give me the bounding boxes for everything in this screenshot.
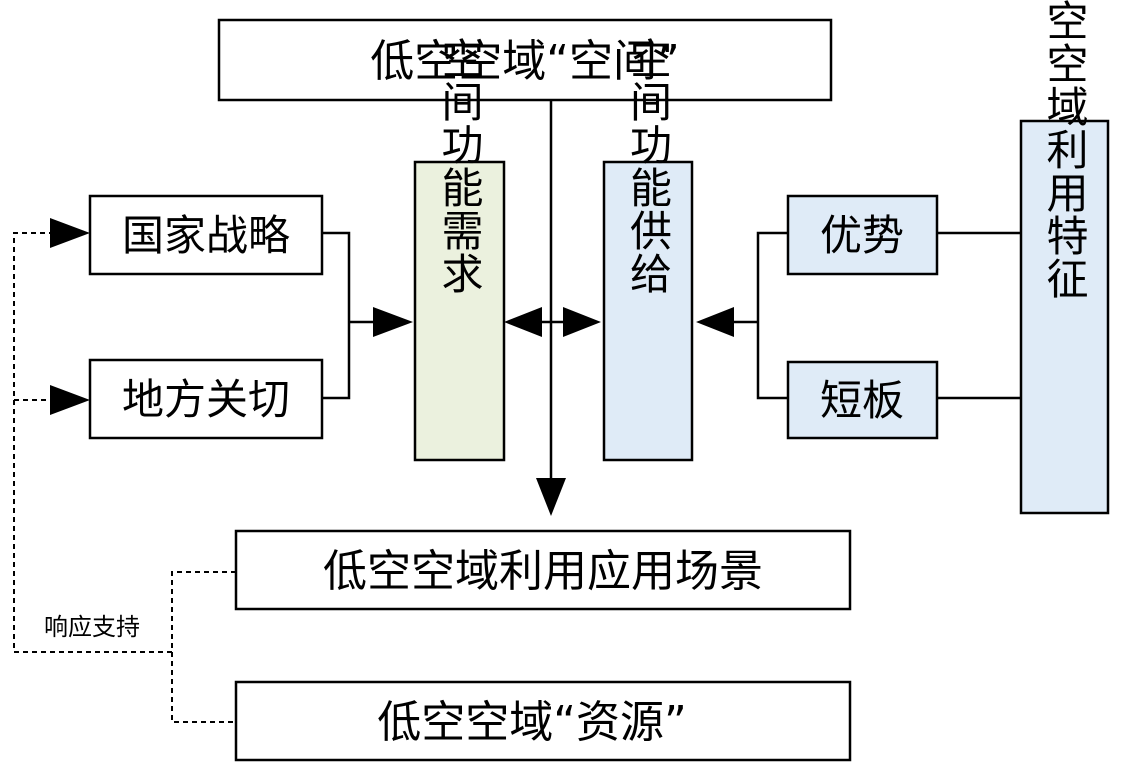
airspace-space-node: 低空空域“空间” <box>217 18 833 102</box>
to-supply-arrowhead <box>563 307 601 337</box>
airspace-resource-label: 低空空域“资源” <box>377 697 687 748</box>
national-strategy-label: 国家战略 <box>122 211 290 260</box>
airspace-space-label: 低空空域“空间” <box>370 36 680 87</box>
application-scenarios-label: 低空空域利用应用场景 <box>323 546 763 597</box>
space-to-scenario-arrowhead <box>536 478 566 516</box>
local-response-arrowhead <box>50 385 90 415</box>
response-label-bg <box>22 606 162 646</box>
response-support-label: 响应支持 <box>44 613 140 641</box>
space-function-supply-label: 空间功能供给 <box>624 37 673 295</box>
advantage-node: 优势 <box>786 194 939 276</box>
space-function-demand-node: 空间功能需求 <box>413 37 506 462</box>
shortcoming-node: 短板 <box>786 360 939 440</box>
utilization-features-node: 低空空域利用特征 <box>1019 0 1110 515</box>
supply-arrowhead <box>696 307 734 337</box>
to-demand-arrowhead <box>504 307 542 337</box>
strategy-response-arrowhead <box>50 218 90 248</box>
airspace-resource-node: 低空空域“资源” <box>234 680 852 762</box>
local-concern-label: 地方关切 <box>122 375 290 424</box>
response-dotted-line-upper <box>13 232 172 653</box>
application-scenarios-node: 低空空域利用应用场景 <box>234 529 852 611</box>
space-function-supply-node: 空间功能供给 <box>602 37 694 462</box>
left-bracket-line <box>322 231 351 400</box>
demand-arrowhead <box>373 307 413 337</box>
national-strategy-node: 国家战略 <box>88 194 324 276</box>
right-bracket-line <box>756 231 788 400</box>
space-function-demand-label: 空间功能需求 <box>435 37 484 295</box>
resource-scenario-dotted-line <box>171 571 236 723</box>
local-concern-node: 地方关切 <box>88 358 324 440</box>
shortcoming-label: 短板 <box>820 376 904 425</box>
utilization-features-label: 低空空域利用特征 <box>1040 0 1089 300</box>
advantage-label: 优势 <box>820 211 904 260</box>
